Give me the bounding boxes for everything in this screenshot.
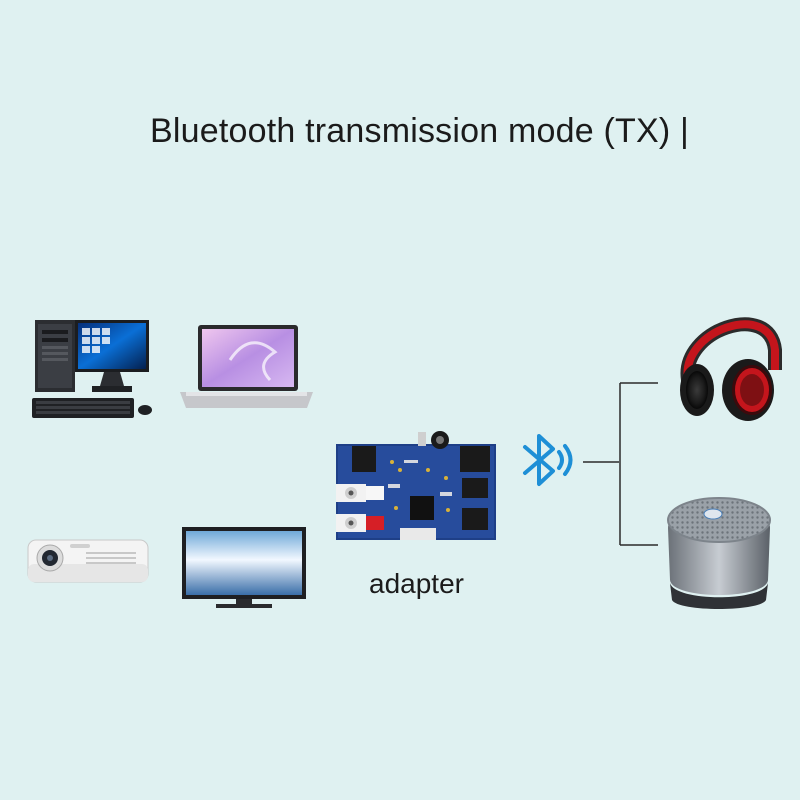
headphones-icon <box>680 317 782 421</box>
projector-icon <box>27 539 149 583</box>
tv-monitor-icon <box>182 527 306 608</box>
laptop-icon <box>180 325 313 408</box>
speaker-icon <box>667 497 771 609</box>
connector-lines <box>583 382 658 546</box>
adapter-board-icon <box>336 431 496 540</box>
bluetooth-icon <box>523 434 573 486</box>
desktop-computer-icon <box>32 320 152 418</box>
page-title: Bluetooth transmission mode (TX) | <box>150 112 690 150</box>
adapter-label: adapter <box>369 568 464 599</box>
